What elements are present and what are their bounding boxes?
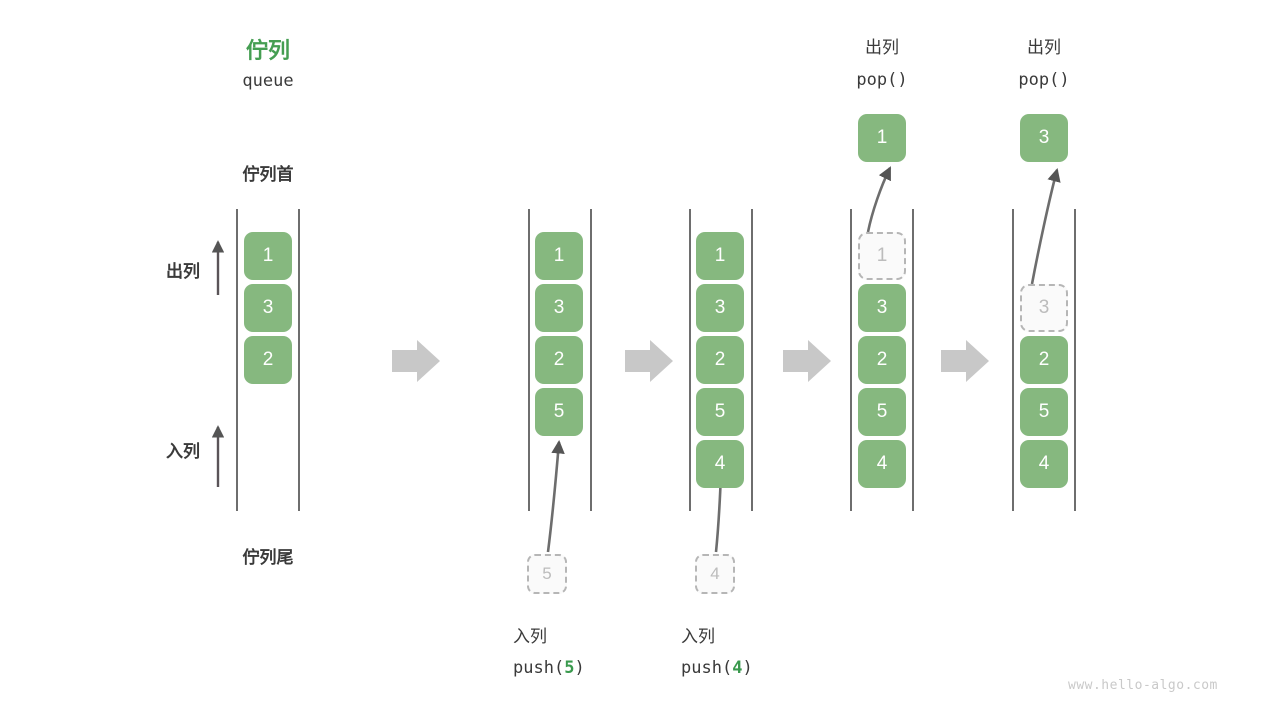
pop-header-code: pop() [1018,70,1070,90]
push-caption-code: push(5) [513,658,585,678]
queue-node: 1 [535,232,583,280]
queue-node: 3 [696,284,744,332]
popped-node: 1 [858,114,906,162]
queue-node: 3 [244,284,292,332]
push-caption-cn: 入列 [681,627,715,646]
pending-push-node: 5 [527,554,567,594]
push-caption-code: push(4) [681,658,753,678]
pop-header-cn: 出列 [865,38,899,57]
push-arg: 4 [732,658,743,678]
queue-node: 5 [696,388,744,436]
queue-node: 5 [1020,388,1068,436]
queue-node: 2 [535,336,583,384]
enqueue-direction-label: 入列 [166,442,200,461]
pop-header-code: pop() [856,70,908,90]
queue-node: 1 [244,232,292,280]
queue-node: 5 [535,388,583,436]
queue-tail-label: 佇列尾 [242,548,294,567]
flow-arrow-1 [392,340,440,382]
page-title-en: queue [242,71,294,91]
queue-node: 1 [696,232,744,280]
queue-node: 3 [858,284,906,332]
flow-arrow-2 [625,340,673,382]
queue-node: 4 [696,440,744,488]
vacated-node: 1 [858,232,906,280]
flow-arrow-3 [783,340,831,382]
queue-head-label: 佇列首 [242,165,294,184]
queue-node: 2 [696,336,744,384]
watermark: www.hello-algo.com [1068,678,1218,693]
pop-header-cn: 出列 [1027,38,1061,57]
queue-node: 2 [1020,336,1068,384]
queue-node: 4 [858,440,906,488]
queue-node: 5 [858,388,906,436]
push-arg: 5 [564,658,575,678]
popped-node: 3 [1020,114,1068,162]
queue-node: 2 [858,336,906,384]
queue-node: 2 [244,336,292,384]
dequeue-direction-label: 出列 [166,262,200,281]
push-caption-cn: 入列 [513,627,547,646]
pending-push-node: 4 [695,554,735,594]
queue-node: 3 [535,284,583,332]
page-title-cn: 佇列 [245,38,290,63]
queue-node: 4 [1020,440,1068,488]
flow-arrow-4 [941,340,989,382]
vacated-node: 3 [1020,284,1068,332]
